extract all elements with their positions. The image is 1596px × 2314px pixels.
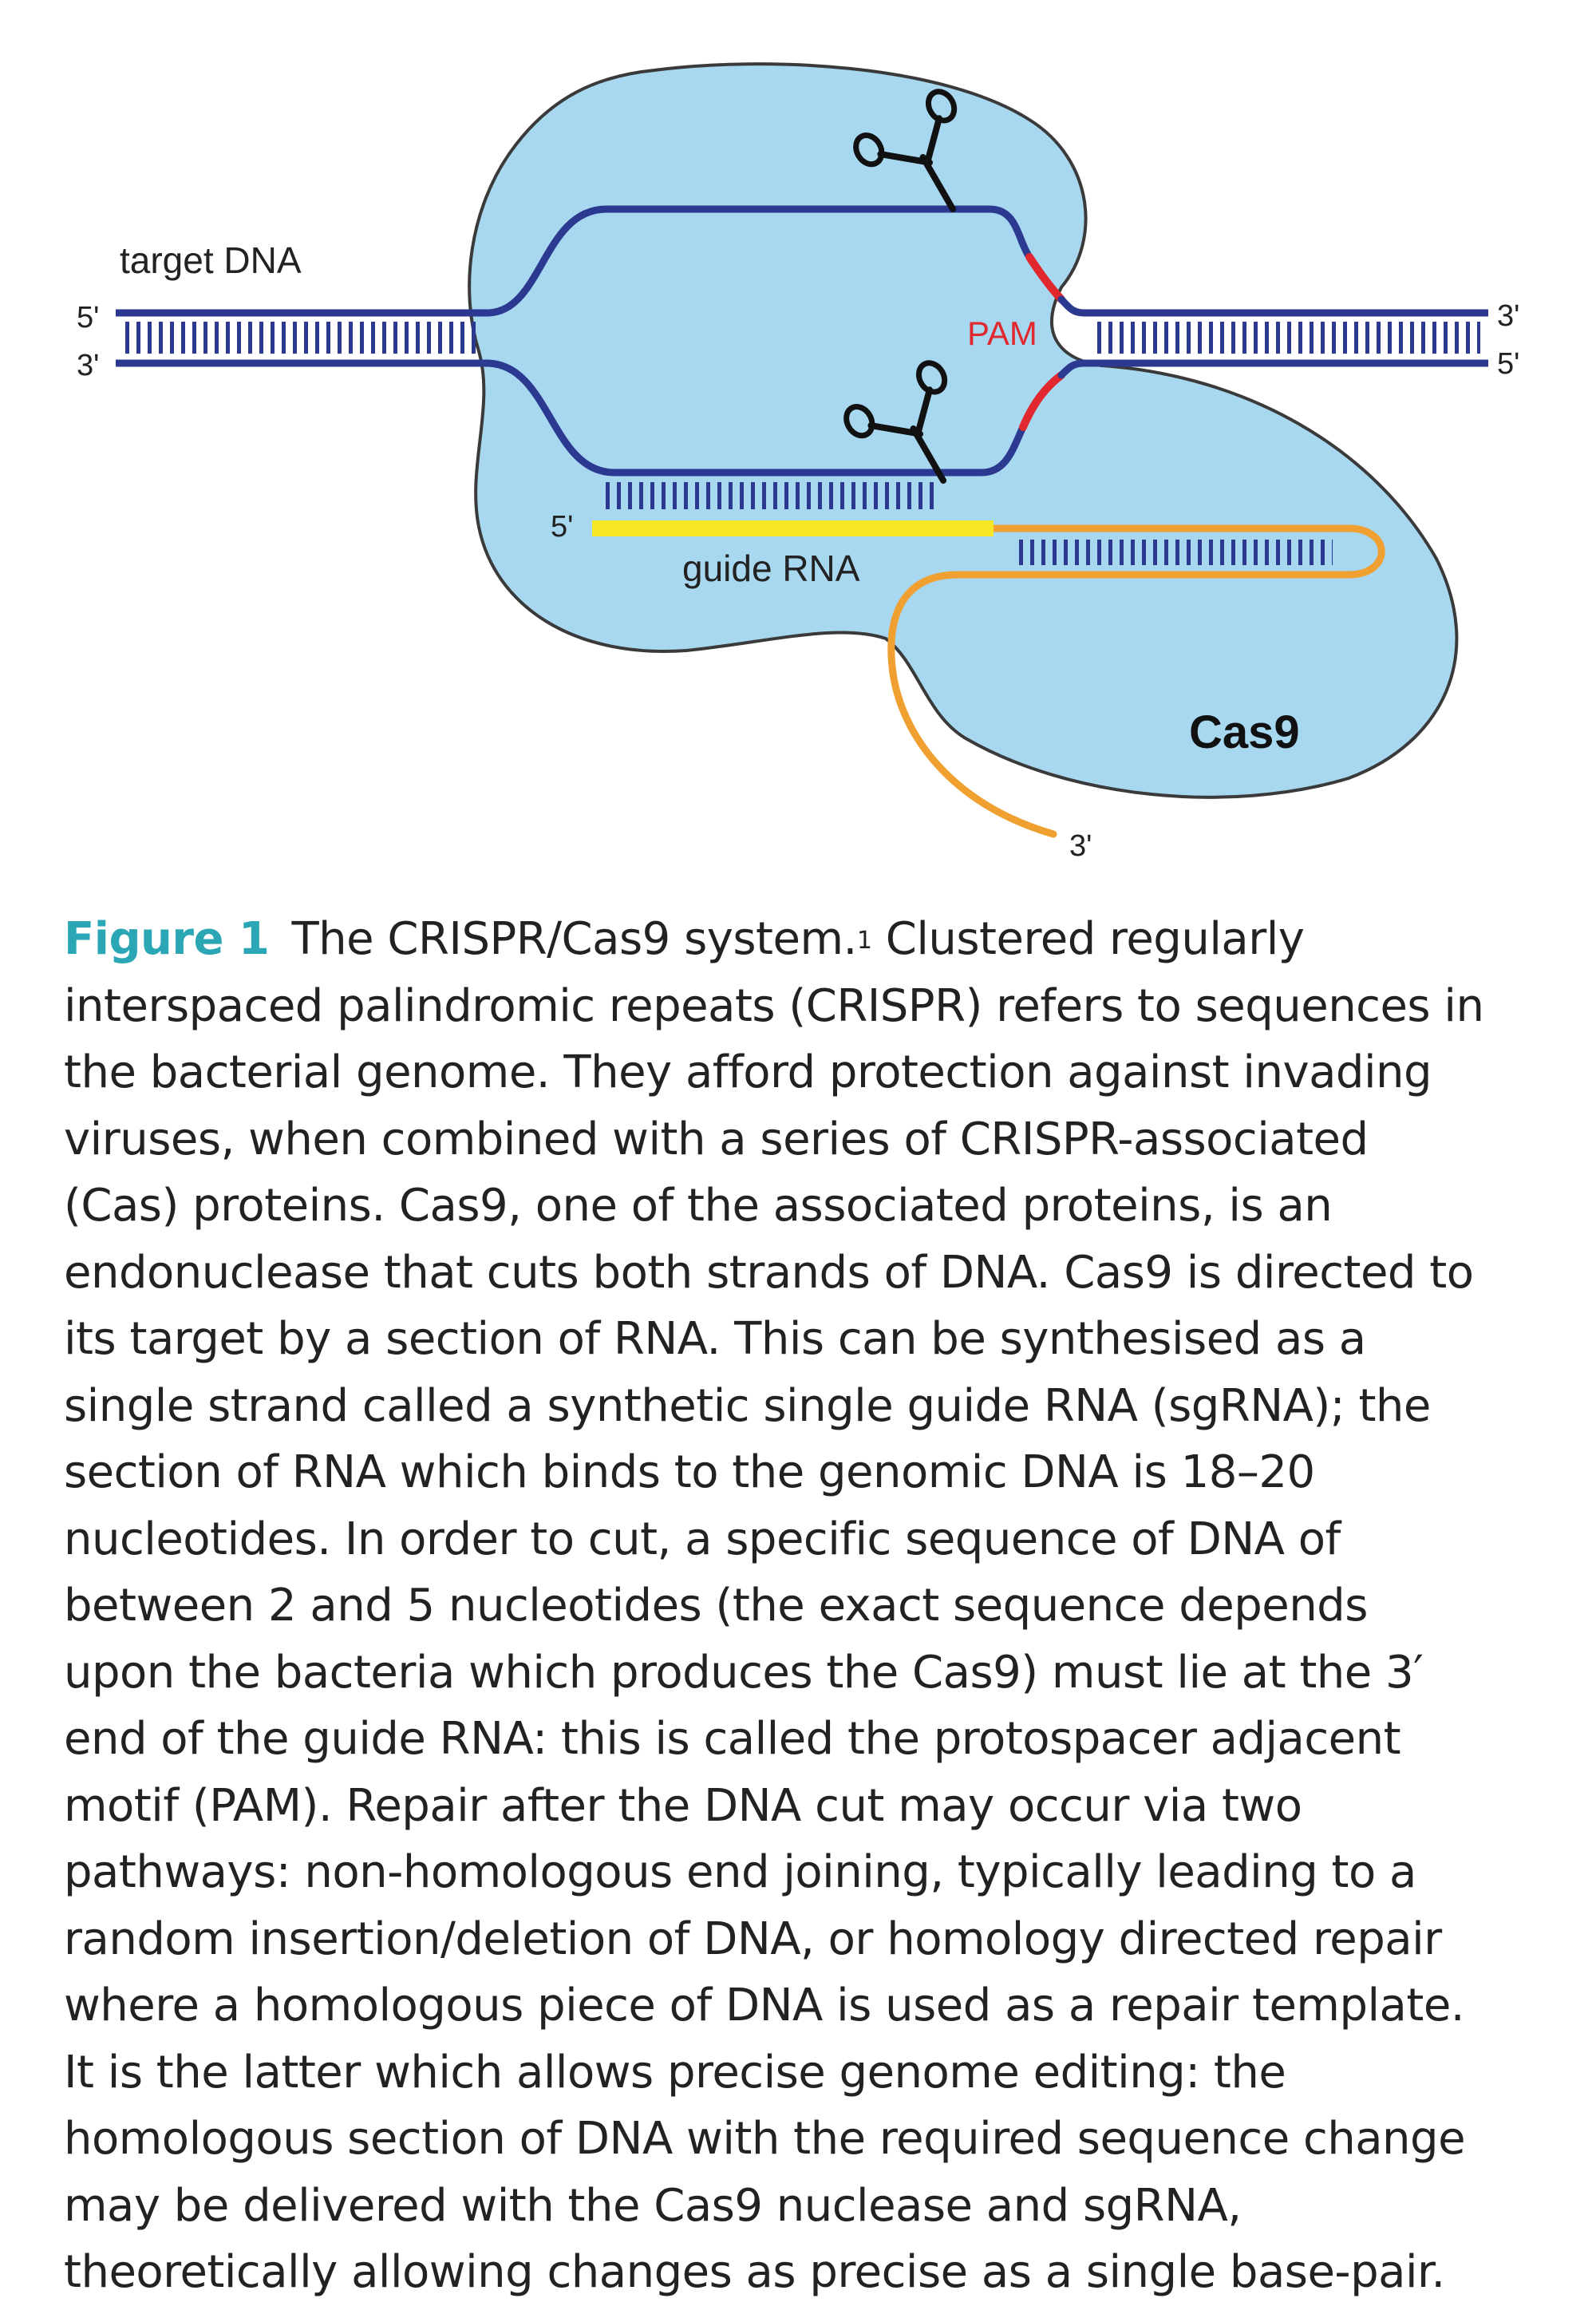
pam-label: PAM (967, 314, 1037, 352)
caption-line: end of the guide RNA: this is called the… (64, 1713, 1401, 1765)
caption-line: random insertion/deletion of DNA, or hom… (64, 1913, 1442, 1965)
scissors-icon-top (853, 89, 958, 212)
pam-top (1025, 253, 1065, 303)
caption-line: homologous section of DNA with the requi… (64, 2113, 1466, 2165)
dna-top-strand-join (1057, 295, 1088, 317)
caption-line: may be delivered with the Cas9 nuclease … (64, 2179, 1242, 2232)
dna-base-pairs-left (120, 322, 480, 354)
caption-line: interspaced palindromic repeats (CRISPR)… (64, 979, 1484, 1032)
scaffold-rna (887, 524, 1385, 838)
caption-title: The CRISPR/Cas9 system. (291, 913, 857, 965)
pam-bottom (1019, 371, 1065, 431)
caption-line: It is the latter which allows precise ge… (64, 2046, 1286, 2098)
dna-bottom-strand-join (1057, 359, 1088, 379)
cas9-label: Cas9 (1189, 706, 1300, 758)
dna-left-5-prime-label: 5' (77, 301, 99, 334)
figure-label: Figure 1 (64, 913, 270, 965)
dna-right-3-prime-label: 3' (1497, 299, 1519, 333)
dna-top-strand-unwound (484, 205, 1033, 317)
caption-line: upon the bacteria which produces the Cas… (64, 1646, 1424, 1699)
caption-line: its target by a section of RNA. This can… (64, 1313, 1366, 1365)
dna-rna-base-pairs (600, 482, 939, 509)
caption-line: the bacterial genome. They afford protec… (64, 1046, 1432, 1098)
caption-line: (Cas) proteins. Cas9, one of the associa… (64, 1180, 1333, 1232)
crispr-cas9-diagram: target DNA 5' 3' 3' 5' PAM 5' guide RNA … (77, 62, 1519, 863)
reference-superscript: 1 (856, 927, 872, 955)
caption-line: between 2 and 5 nucleotides (the exact s… (64, 1580, 1368, 1632)
scissors-icon-bottom (843, 360, 948, 484)
caption-line: viruses, when combined with a series of … (64, 1113, 1369, 1165)
caption-line: endonuclease that cuts both strands of D… (64, 1246, 1474, 1299)
caption-line: section of RNA which binds to the genomi… (64, 1446, 1315, 1498)
guide-rna-5-prime-label: 5' (551, 510, 573, 544)
caption-line: motif (PAM). Repair after the DNA cut ma… (64, 1779, 1302, 1832)
caption-line: single strand called a synthetic single … (64, 1379, 1431, 1432)
caption-first-line-rest: Clustered regularly (871, 913, 1305, 965)
guide-rna-label: guide RNA (682, 548, 860, 589)
target-dna-label: target DNA (120, 239, 302, 281)
dna-bottom-strand-unwound (484, 359, 1027, 477)
dna-right-5-prime-label: 5' (1497, 347, 1519, 381)
rna-hairpin-base-pairs (1013, 540, 1333, 565)
dna-left-3-prime-label: 3' (77, 349, 99, 382)
rna-3-prime-label: 3' (1069, 829, 1092, 863)
figure-caption: Figure 1 The CRISPR/Cas9 system.1 Cluster… (64, 906, 1564, 2306)
caption-line: theoretically allowing changes as precis… (64, 2246, 1445, 2298)
caption-line: pathways: non-homologous end joining, ty… (64, 1846, 1416, 1898)
caption-line: nucleotides. In order to cut, a specific… (64, 1513, 1341, 1565)
dna-base-pairs-right (1092, 322, 1480, 354)
caption-line: where a homologous piece of DNA is used … (64, 1980, 1465, 2031)
cas9-protein (468, 62, 1459, 799)
caption-line-first: Figure 1 The CRISPR/Cas9 system.1 Cluster… (64, 906, 1564, 973)
